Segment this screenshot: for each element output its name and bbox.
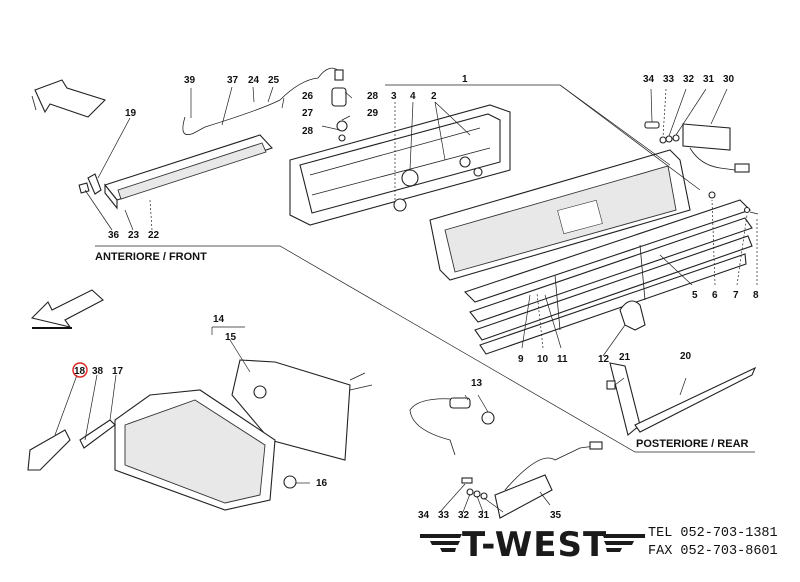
callout-35: 35 [550, 510, 562, 521]
callout-15: 15 [225, 332, 237, 343]
contact-fax: FAX 052-703-8601 [648, 544, 778, 559]
callout-34-top: 34 [643, 74, 655, 85]
callout-23: 23 [128, 230, 140, 241]
callout-labels: 1 2 3 4 5 6 7 8 9 10 11 12 13 14 15 16 1… [72, 74, 759, 521]
fax-number: 052-703-8601 [680, 544, 778, 559]
rear-reflector-30 [644, 121, 750, 173]
section-title-rear: POSTERIORE / REAR [636, 438, 749, 450]
tel-label: TEL [648, 526, 673, 541]
callout-18: 18 [74, 366, 86, 377]
callout-32-top: 32 [683, 74, 695, 85]
callout-10: 10 [537, 354, 549, 365]
callout-19: 19 [125, 108, 137, 119]
section-title-front: ANTERIORE / FRONT [95, 251, 207, 263]
callout-5: 5 [692, 290, 698, 301]
tail-lens [429, 149, 691, 281]
highlight-ring-18 [72, 362, 88, 378]
callout-7: 7 [733, 290, 739, 301]
callout-28-bottom: 28 [302, 126, 314, 137]
callout-39: 39 [184, 75, 196, 86]
callout-16: 16 [316, 478, 328, 489]
front-light-bar [78, 67, 341, 210]
leader-lines [54, 84, 758, 513]
headlight-assembly [27, 359, 373, 511]
emblem-12 [619, 300, 646, 331]
callout-12: 12 [598, 354, 610, 365]
callout-37: 37 [227, 75, 239, 86]
rear-tail-light-housing [289, 104, 511, 226]
callout-4: 4 [410, 91, 416, 102]
callout-8: 8 [753, 290, 759, 301]
callout-3: 3 [391, 91, 397, 102]
callout-30: 30 [723, 74, 735, 85]
tel-number: 052-703-1381 [680, 526, 778, 541]
contact-tel: TEL 052-703-1381 [648, 526, 778, 541]
callout-36: 36 [108, 230, 120, 241]
callout-31-bottom: 31 [478, 510, 490, 521]
callout-33-bottom: 33 [438, 510, 450, 521]
callout-29: 29 [367, 108, 379, 119]
callout-26: 26 [302, 91, 314, 102]
callout-17: 17 [112, 366, 124, 377]
fax-label: FAX [648, 544, 673, 559]
callout-33-top: 33 [663, 74, 675, 85]
callout-25: 25 [268, 75, 280, 86]
callout-38: 38 [92, 366, 104, 377]
direction-arrow-bottom [30, 289, 104, 329]
callout-24: 24 [248, 75, 260, 86]
callout-32-bottom: 32 [458, 510, 470, 521]
brake-switch-assembly [331, 69, 348, 142]
side-marker-35 [461, 441, 603, 519]
callout-27: 27 [302, 108, 314, 119]
callout-22: 22 [148, 230, 160, 241]
logo-text: T-WEST [462, 525, 607, 565]
callout-1: 1 [462, 74, 468, 85]
callout-31-top: 31 [703, 74, 715, 85]
callout-2: 2 [431, 91, 437, 102]
callout-28-top: 28 [367, 91, 379, 102]
t-west-logo: T-WEST [420, 525, 645, 565]
callout-34-bottom: 34 [418, 510, 430, 521]
rear-grille [463, 191, 759, 355]
bulb-holder-13 [409, 397, 495, 456]
callout-6: 6 [712, 290, 718, 301]
rear-panel-20 [606, 362, 757, 436]
callout-14: 14 [213, 314, 225, 325]
callout-20: 20 [680, 351, 692, 362]
callout-21: 21 [619, 352, 631, 363]
callout-9: 9 [518, 354, 524, 365]
direction-arrow-top [31, 79, 107, 118]
callout-13: 13 [471, 378, 483, 389]
section-divider [95, 245, 755, 453]
callout-11: 11 [557, 354, 568, 365]
